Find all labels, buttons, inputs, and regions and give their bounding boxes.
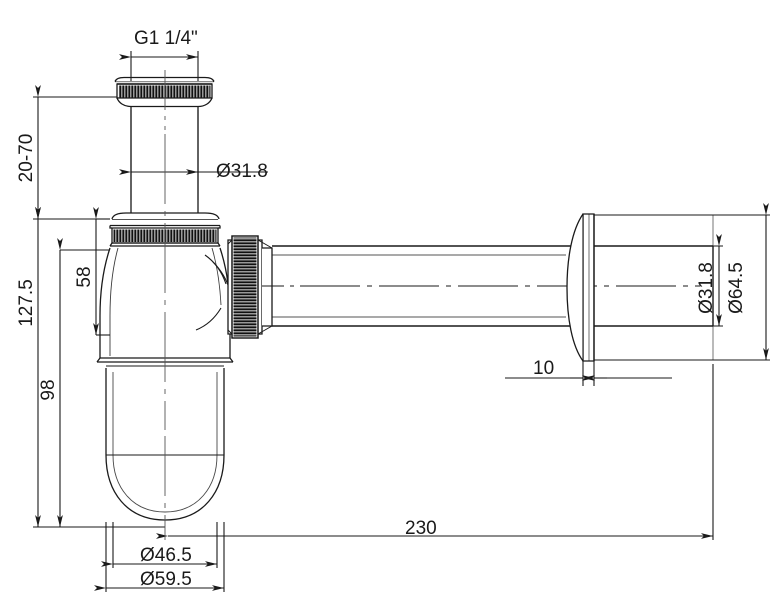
dim-10 [505, 361, 672, 386]
side-knurled-nut [227, 235, 273, 339]
outlet-pipe [262, 214, 714, 361]
wall-flange [566, 213, 595, 362]
dim-98 [57, 238, 110, 527]
dim-g1-14 [119, 51, 199, 81]
dim-label-g1-14: G1 1/4" [134, 28, 198, 49]
dim-230 [156, 364, 714, 540]
dim-127-5 [33, 207, 165, 528]
dim-label-20-70: 20-70 [16, 134, 37, 183]
dim-label-dia-64-5: Ø64.5 [726, 262, 747, 314]
dim-label-230: 230 [405, 518, 437, 539]
dim-dia-31-8-top [119, 110, 268, 200]
dim-dia-46-5 [101, 522, 218, 568]
dim-label-10: 10 [533, 358, 554, 379]
dim-label-dia-46-5: Ø46.5 [140, 545, 192, 566]
dim-label-dia-31-8-top: Ø31.8 [216, 161, 268, 182]
dim-label-127-5: 127.5 [16, 279, 37, 327]
top-knurled-nut [114, 76, 215, 108]
dim-label-dia-59-5: Ø59.5 [140, 569, 192, 590]
dim-dia-31-8-right [700, 234, 723, 327]
dim-label-58: 58 [74, 266, 95, 287]
dim-58 [93, 207, 110, 336]
dim-label-98: 98 [38, 379, 59, 400]
dim-label-dia-31-8-right: Ø31.8 [696, 262, 717, 314]
dim-20-70 [33, 85, 117, 220]
dim-dia-64-5 [713, 203, 770, 361]
